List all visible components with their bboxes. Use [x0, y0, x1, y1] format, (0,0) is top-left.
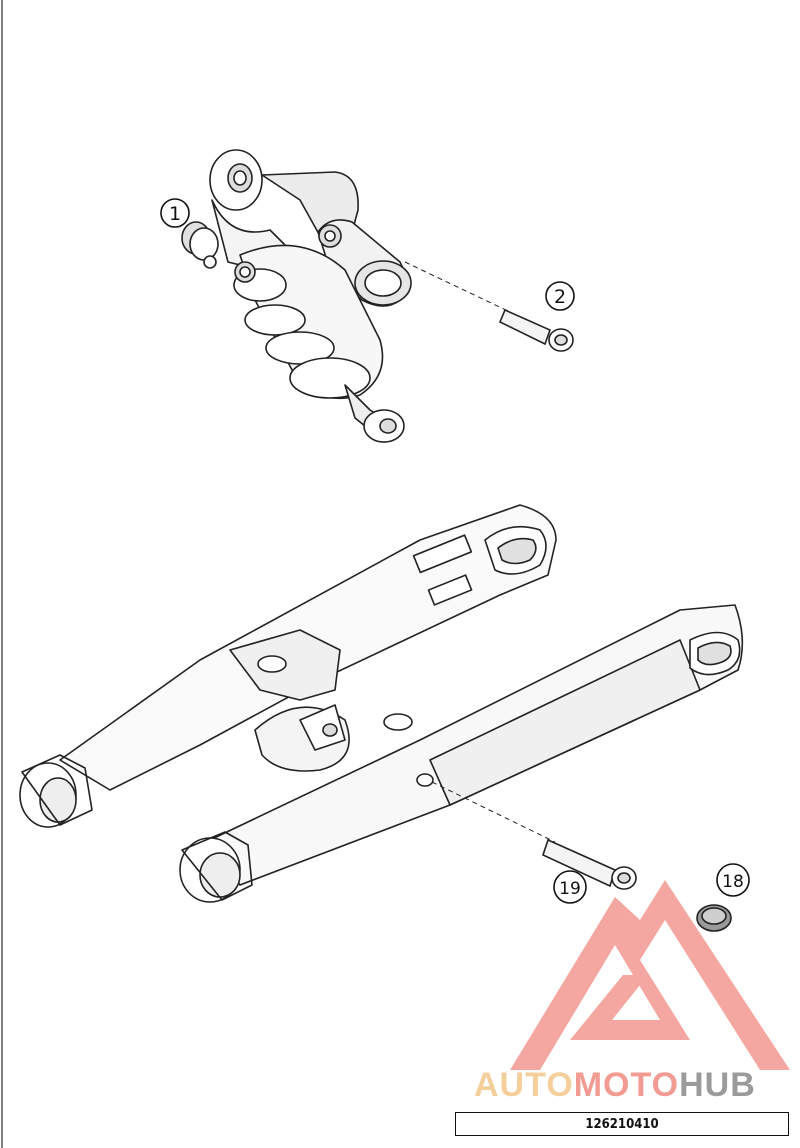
- callout-19: 19: [553, 870, 587, 904]
- callout-18-label: 18: [722, 872, 744, 892]
- callout-18: 18: [716, 863, 750, 897]
- swingarm: [19, 504, 744, 903]
- bolt-2: [404, 261, 574, 352]
- watermark-part-hub: HUB: [679, 1066, 756, 1104]
- callout-19-label: 19: [559, 879, 581, 899]
- callout-2: 2: [545, 281, 575, 311]
- diagram-code-box: 126210410: [455, 1112, 789, 1136]
- watermark-text: AUTOMOTOHUB: [474, 1066, 756, 1104]
- callout-2-label: 2: [554, 286, 566, 308]
- watermark-logo: [510, 880, 790, 1070]
- bolt-19: [431, 781, 637, 890]
- watermark-logo-mark: [510, 880, 790, 1070]
- callout-18-circle: [716, 863, 750, 897]
- cap-18: [696, 904, 732, 932]
- watermark-part-auto: AUTO: [474, 1066, 574, 1104]
- callout-2-circle: [545, 281, 575, 311]
- diagram-code: 126210410: [585, 1116, 659, 1132]
- watermark-part-moto: MOTO: [574, 1066, 679, 1104]
- shock-absorber: [181, 149, 412, 443]
- callout-1: 1: [160, 198, 190, 228]
- callout-1-circle: [160, 198, 190, 228]
- callout-19-circle: [553, 870, 587, 904]
- callout-1-label: 1: [169, 203, 181, 225]
